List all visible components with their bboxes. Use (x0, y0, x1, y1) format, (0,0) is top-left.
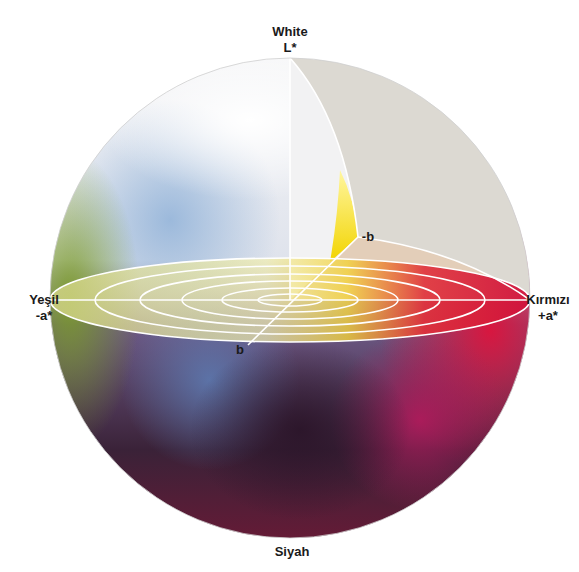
axis-label: -a* (36, 308, 53, 323)
pole-label: Siyah (275, 544, 310, 559)
axis-label: Kırmızı (526, 292, 569, 307)
axis-label: -b (362, 229, 374, 244)
axis-label: L* (284, 40, 297, 55)
axis-label: +a* (538, 308, 558, 323)
pole-label: White (272, 24, 307, 39)
axis-label: b (236, 342, 244, 357)
axis-label: Yeşil (29, 292, 59, 307)
